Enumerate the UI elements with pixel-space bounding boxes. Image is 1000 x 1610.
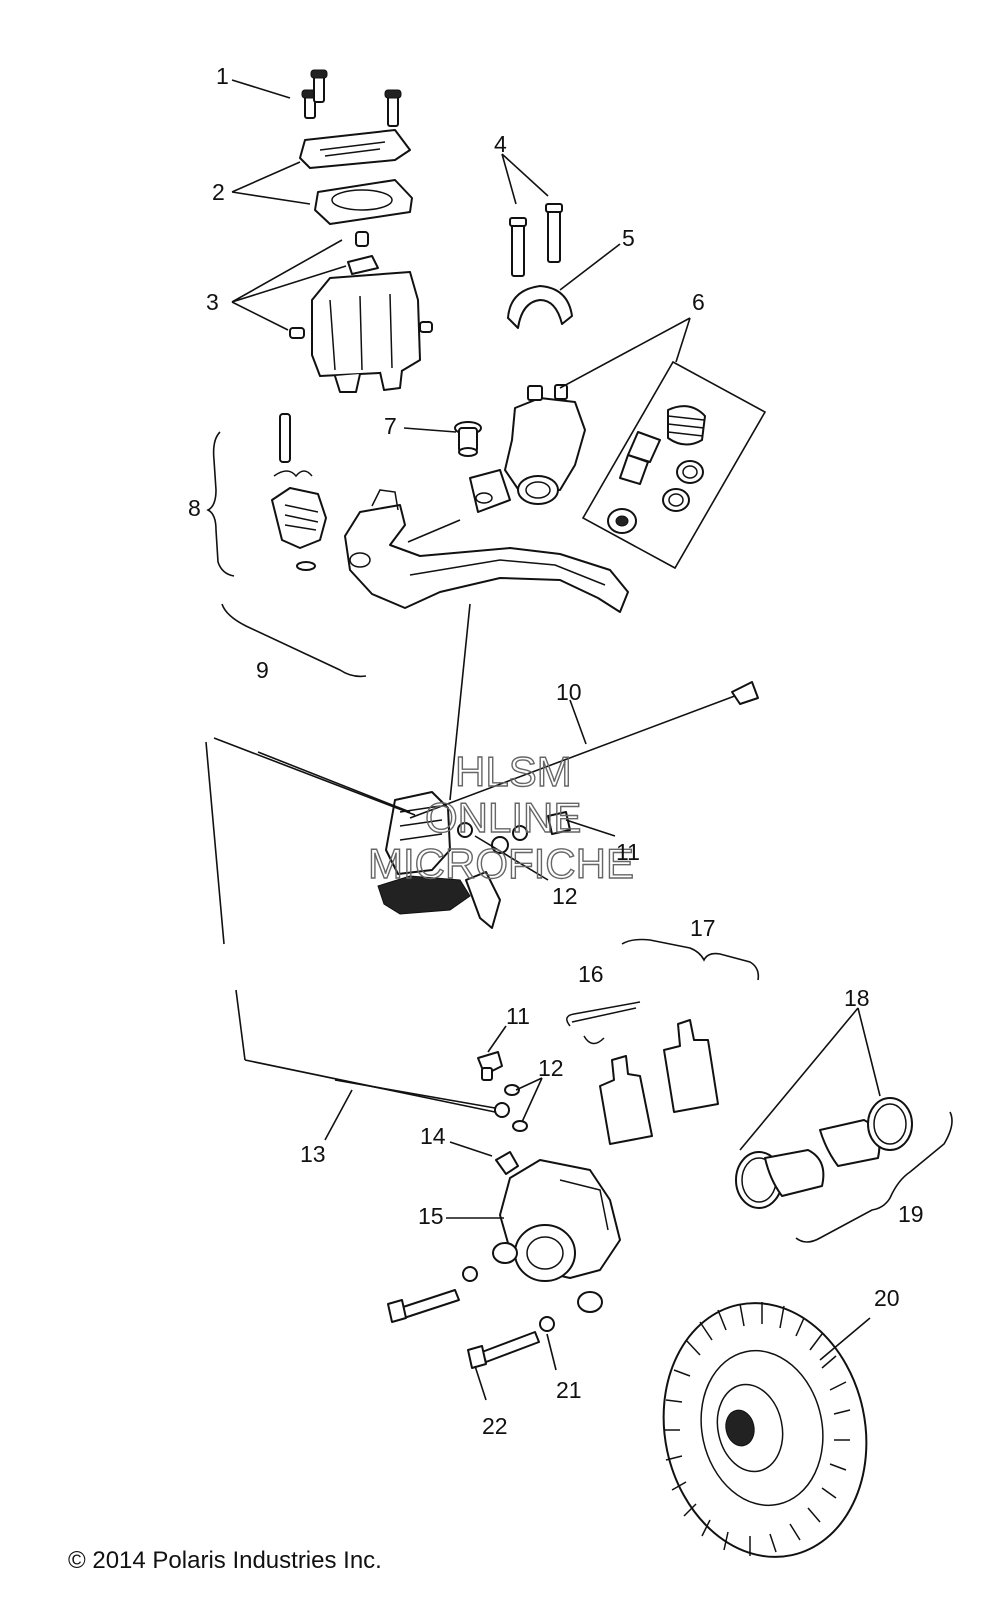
master-cylinder-body (289, 231, 433, 393)
callout-9: 9 (256, 657, 269, 683)
brake-pads (566, 1001, 719, 1145)
watermark-line-3: MICROFICHE (368, 840, 634, 887)
callout-7: 7 (384, 413, 397, 439)
callout-14: 14 (420, 1123, 446, 1149)
clamp-bolts-and-clamp (507, 203, 573, 329)
callout-19: 19 (898, 1201, 924, 1227)
copyright: © 2014 Polaris Industries Inc. (68, 1547, 382, 1574)
callout-16: 16 (578, 961, 604, 987)
callout-1: 1 (216, 63, 229, 89)
lever-housing (469, 384, 586, 513)
watermark-line-1: HLSM (455, 748, 572, 795)
caliper-pistons (735, 1097, 913, 1209)
cover-screws (301, 69, 402, 127)
pivot-pin (454, 421, 482, 457)
brake-lever (344, 489, 629, 613)
callout-6: 6 (692, 289, 705, 315)
callout-5: 5 (622, 225, 635, 251)
callout-4: 4 (494, 131, 507, 157)
caliper-bolts (387, 1289, 540, 1369)
callout-2: 2 (212, 179, 225, 205)
brake-disc (662, 1302, 868, 1558)
watermark: HLSM ONLINE MICROFICHE (367, 747, 634, 887)
callout-3: 3 (206, 289, 219, 315)
callout-12-lower: 12 (538, 1055, 564, 1081)
parking-brake-assembly (271, 413, 327, 571)
callout-21: 21 (556, 1377, 582, 1403)
callout-15: 15 (418, 1203, 444, 1229)
callout-18: 18 (844, 985, 870, 1011)
callout-11-lower: 11 (506, 1003, 530, 1029)
bleeder-and-washers (477, 1051, 528, 1175)
callout-20: 20 (874, 1285, 900, 1311)
callout-17: 17 (690, 915, 716, 941)
master-cylinder-assembly (377, 791, 571, 929)
brake-caliper (462, 1159, 621, 1332)
reservoir-cover (299, 129, 413, 225)
callout-11-upper: 11 (616, 839, 640, 865)
callout-22: 22 (482, 1413, 508, 1439)
braces (206, 431, 953, 1243)
callout-labels: 1 2 3 4 5 6 7 8 9 10 11 12 11 12 13 14 1… (188, 63, 924, 1439)
brake-line-lower (205, 741, 510, 1118)
callout-10: 10 (556, 679, 582, 705)
callout-13: 13 (300, 1141, 326, 1167)
leader-lines (231, 79, 881, 1401)
callout-8: 8 (188, 495, 201, 521)
watermark-line-2: ONLINE (425, 794, 581, 841)
callout-12-upper: 12 (552, 883, 578, 909)
piston-kit (581, 360, 767, 570)
brake-line-upper (213, 681, 759, 819)
